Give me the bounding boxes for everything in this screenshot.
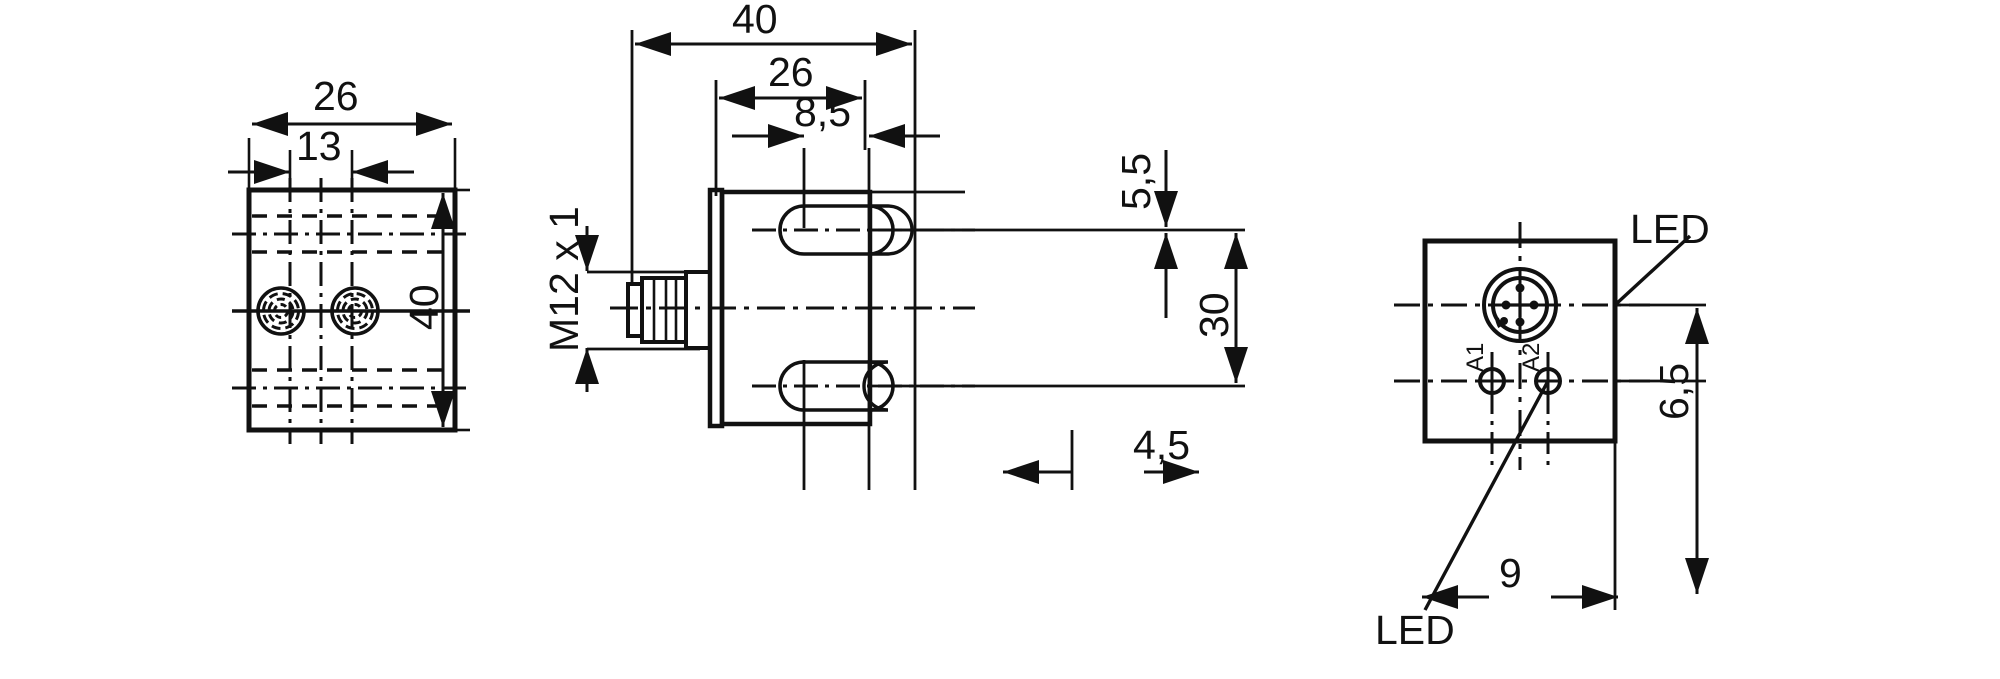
right-view-group: A1 A2 LED LED xyxy=(1375,206,1710,653)
dim-label-m12x1: M12 x 1 xyxy=(541,206,587,352)
led-callout-top: LED xyxy=(1613,206,1710,307)
dim-label-55-middle: 5,5 xyxy=(1113,153,1159,210)
dim-label-9-right: 9 xyxy=(1499,550,1522,596)
dim-40-left: 40 xyxy=(401,188,470,432)
m12-connector xyxy=(626,270,712,350)
thread-callout-m12: M12 x 1 xyxy=(541,206,700,392)
connector-pin-3 xyxy=(1529,300,1539,310)
connector-pin-4 xyxy=(1515,317,1525,327)
led-marker-a2-label: A2 xyxy=(1518,343,1545,372)
left-view-group: 26 13 xyxy=(228,73,470,444)
dim-45-middle: 4,5 xyxy=(1003,422,1199,484)
connector-pins xyxy=(1500,283,1539,327)
dim-label-13-left: 13 xyxy=(296,123,342,169)
threaded-hole-1 xyxy=(256,286,306,336)
m12-connector-face xyxy=(1482,267,1558,343)
dim-label-85-middle: 8,5 xyxy=(794,89,851,135)
dim-label-26-left: 26 xyxy=(313,73,359,119)
dim-9-right: 9 xyxy=(1422,550,1618,609)
dim-label-40-middle: 40 xyxy=(732,0,778,42)
threaded-hole-2 xyxy=(330,286,380,336)
led-callout-bottom: LED xyxy=(1375,380,1550,653)
connector-cross-axes xyxy=(1508,293,1532,317)
led-callout-bottom-label: LED xyxy=(1375,607,1455,653)
dim-label-40-left: 40 xyxy=(401,284,447,330)
middle-view-group: 40 26 8,5 M xyxy=(541,0,1248,490)
dim-55-middle: 5,5 xyxy=(868,150,1178,232)
dim-40-middle: 40 xyxy=(635,0,912,56)
dim-26-left: 26 xyxy=(247,73,457,196)
dim-26-middle: 26 xyxy=(714,49,867,196)
connector-pin-2 xyxy=(1501,300,1511,310)
connector-pin-1 xyxy=(1515,283,1525,293)
dim-label-65-right: 6,5 xyxy=(1651,363,1697,420)
led-marker-a1-label: A1 xyxy=(1462,343,1489,372)
dim-30-middle: 30 xyxy=(868,228,1248,388)
middle-construction-lines xyxy=(802,360,871,490)
dim-85-middle: 8,5 xyxy=(732,89,940,228)
led-axes xyxy=(1490,352,1550,470)
mounting-slot-upper xyxy=(778,204,895,256)
dim-label-26-middle: 26 xyxy=(768,49,814,95)
dim-13-left: 13 xyxy=(228,123,414,200)
led-a2: A2 xyxy=(1518,343,1562,395)
led-a1: A1 xyxy=(1462,343,1506,395)
dim-65-right: 6,5 xyxy=(1615,303,1709,594)
led-callout-top-label: LED xyxy=(1630,206,1710,252)
dim-label-45-middle: 4,5 xyxy=(1133,422,1190,468)
connector-pin-5 xyxy=(1500,317,1508,325)
dim-label-30-middle: 30 xyxy=(1191,292,1237,338)
